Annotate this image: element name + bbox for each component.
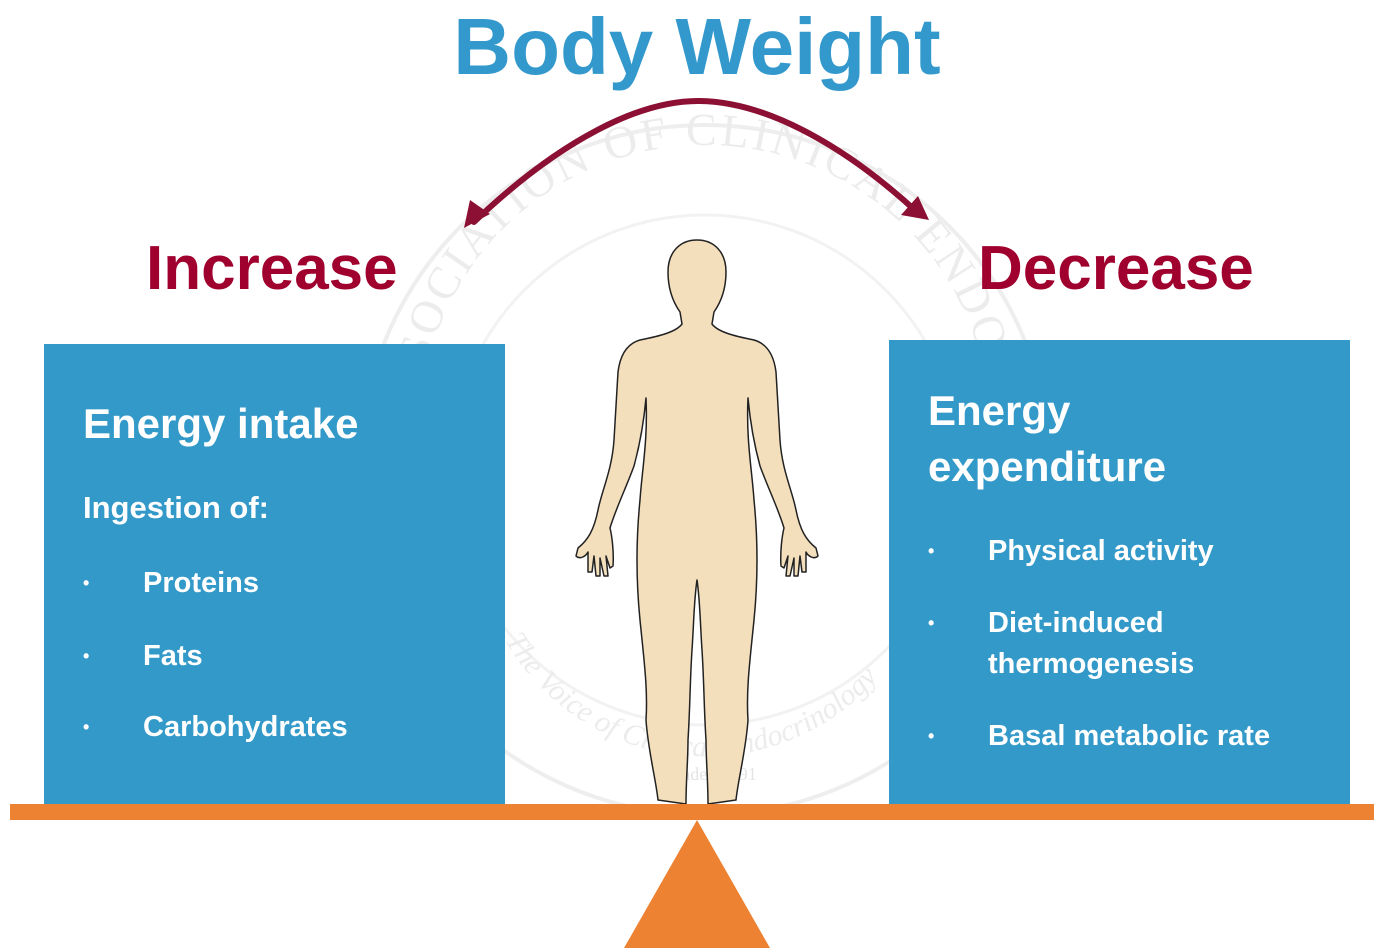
fulcrum-triangle: [624, 820, 770, 948]
list-item-text: Carbohydrates: [143, 707, 348, 748]
balance-beam: [10, 804, 1374, 820]
list-item-text: Diet-induced thermogenesis: [988, 603, 1248, 685]
bullet-icon: •: [83, 636, 89, 677]
bullet-icon: •: [928, 716, 934, 757]
energy-intake-heading: Energy intake: [83, 396, 358, 452]
watermark-founded: Founded 1991: [653, 764, 757, 784]
energy-expenditure-heading: Energy expenditure: [928, 383, 1308, 495]
ingestion-subheading: Ingestion of:: [83, 488, 269, 528]
list-item-text: Physical activity: [988, 531, 1214, 572]
page-title: Body Weight: [0, 0, 1374, 94]
bullet-icon: •: [928, 603, 934, 644]
list-item-text: Fats: [143, 636, 203, 677]
bullet-icon: •: [83, 563, 89, 604]
watermark-tagline: The Voice of Clinical Endocrinology: [499, 626, 884, 763]
energy-intake-box: Energy intake Ingestion of: • Proteins •…: [44, 344, 505, 804]
list-item-text: Basal metabolic rate: [988, 716, 1270, 757]
bullet-icon: •: [928, 531, 934, 572]
bullet-icon: •: [83, 707, 89, 748]
list-item-text: Proteins: [143, 563, 259, 604]
decrease-label: Decrease: [978, 232, 1254, 306]
energy-expenditure-box: Energy expenditure • Physical activity •…: [889, 340, 1350, 804]
increase-label: Increase: [146, 232, 398, 306]
